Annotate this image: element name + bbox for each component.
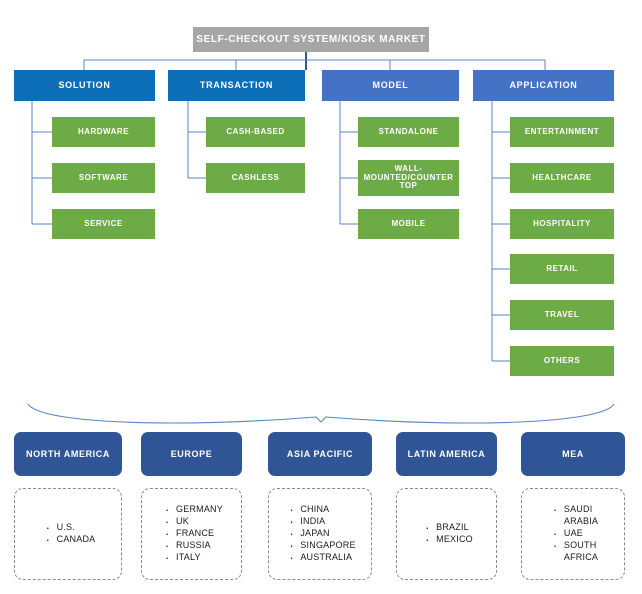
category-solution[interactable]: SOLUTION <box>14 70 155 101</box>
country-item: BRAZIL <box>425 521 473 536</box>
country-list-latin-america: BRAZILMEXICO <box>396 488 497 580</box>
country-item: UAE <box>553 527 598 542</box>
country-items: U.S.CANADA <box>41 521 96 548</box>
country-items: SAUDI ARABIAUAESOUTH AFRICA <box>548 503 598 564</box>
country-list-europe: GERMANYUKFRANCERUSSIAITALY <box>141 488 242 580</box>
leaf-hardware[interactable]: HARDWARE <box>52 117 155 147</box>
country-list-mea: SAUDI ARABIAUAESOUTH AFRICA <box>521 488 625 580</box>
leaf-software[interactable]: SOFTWARE <box>52 163 155 193</box>
category-transaction[interactable]: TRANSACTION <box>168 70 305 101</box>
country-list-asia-pacific: CHINAINDIAJAPANSINGAPOREAUSTRALIA <box>268 488 372 580</box>
country-items: BRAZILMEXICO <box>420 521 473 548</box>
leaf-mobile[interactable]: MOBILE <box>358 209 459 239</box>
leaf-service[interactable]: SERVICE <box>52 209 155 239</box>
country-item: CANADA <box>46 533 96 548</box>
diagram-title: SELF-CHECKOUT SYSTEM/KIOSK MARKET <box>193 27 429 52</box>
country-item: JAPAN <box>289 527 355 542</box>
country-items: GERMANYUKFRANCERUSSIAITALY <box>160 503 223 566</box>
leaf-others[interactable]: OTHERS <box>510 346 614 376</box>
country-item: GERMANY <box>165 503 223 518</box>
region-asia-pacific[interactable]: ASIA PACIFIC <box>268 432 372 476</box>
country-item: SAUDI ARABIA <box>553 503 598 528</box>
country-items: CHINAINDIAJAPANSINGAPOREAUSTRALIA <box>284 503 355 566</box>
leaf-cash-based[interactable]: CASH-BASED <box>206 117 305 147</box>
leaf-travel[interactable]: TRAVEL <box>510 300 614 330</box>
country-item: SINGAPORE <box>289 539 355 554</box>
country-item: AUSTRALIA <box>289 551 355 566</box>
country-item: SOUTH AFRICA <box>553 539 598 564</box>
leaf-standalone[interactable]: STANDALONE <box>358 117 459 147</box>
region-latin-america[interactable]: LATIN AMERICA <box>396 432 497 476</box>
country-item: ITALY <box>165 551 223 566</box>
country-item: MEXICO <box>425 533 473 548</box>
leaf-entertainment[interactable]: ENTERTAINMENT <box>510 117 614 147</box>
category-model[interactable]: MODEL <box>322 70 459 101</box>
region-mea[interactable]: MEA <box>521 432 625 476</box>
country-item: FRANCE <box>165 527 223 542</box>
region-north-america[interactable]: NORTH AMERICA <box>14 432 122 476</box>
country-item: U.S. <box>46 521 96 536</box>
country-item: INDIA <box>289 515 355 530</box>
leaf-healthcare[interactable]: HEALTHCARE <box>510 163 614 193</box>
category-application[interactable]: APPLICATION <box>473 70 614 101</box>
country-item: RUSSIA <box>165 539 223 554</box>
country-item: UK <box>165 515 223 530</box>
leaf-retail[interactable]: RETAIL <box>510 254 614 284</box>
leaf-wall-mounted-counter-top[interactable]: WALL-MOUNTED/COUNTER TOP <box>358 160 459 196</box>
country-list-north-america: U.S.CANADA <box>14 488 122 580</box>
country-item: CHINA <box>289 503 355 518</box>
region-europe[interactable]: EUROPE <box>141 432 242 476</box>
leaf-cashless[interactable]: CASHLESS <box>206 163 305 193</box>
leaf-hospitality[interactable]: HOSPITALITY <box>510 209 614 239</box>
